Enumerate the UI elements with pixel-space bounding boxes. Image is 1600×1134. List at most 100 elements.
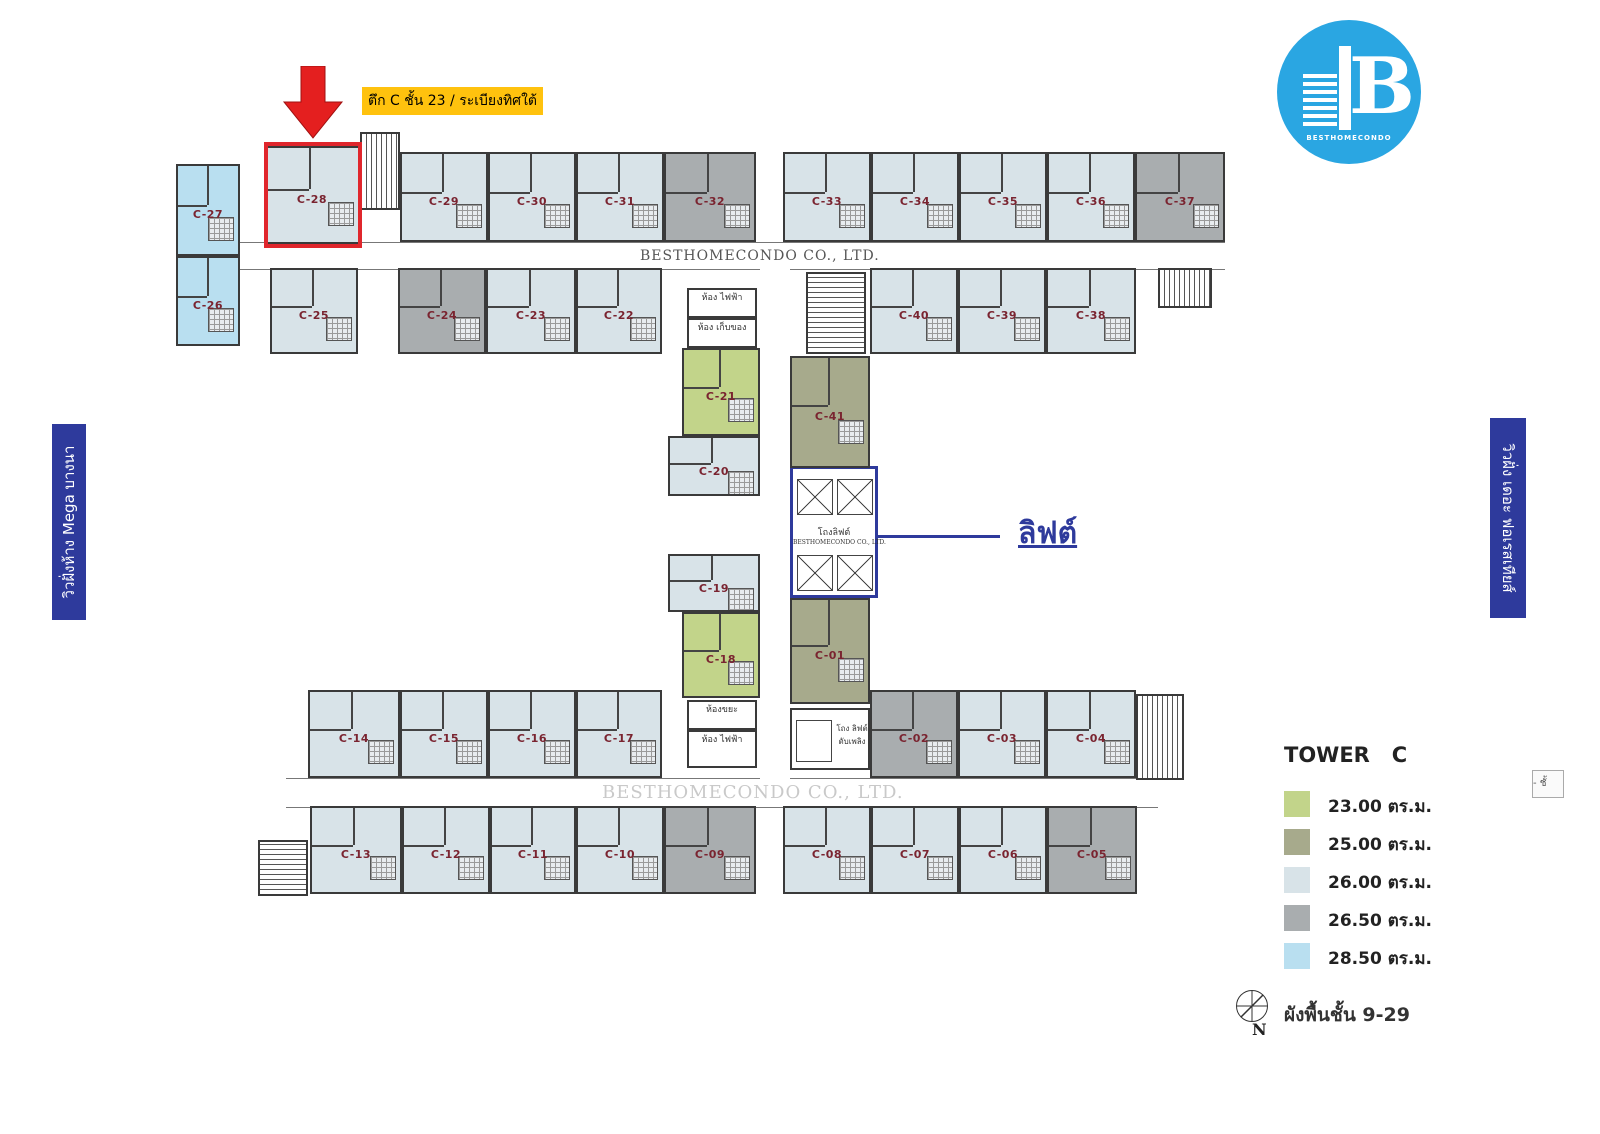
- bathroom-icon: [1103, 204, 1129, 228]
- unit-c-30[interactable]: C-30: [488, 152, 576, 242]
- legend-swatch: [1284, 943, 1310, 969]
- unit-c-08[interactable]: C-08: [783, 806, 871, 894]
- unit-c-13[interactable]: C-13: [310, 806, 402, 894]
- legend-label: 25.00 ตร.ม.: [1328, 835, 1432, 855]
- unit-label: C-35: [987, 195, 1019, 209]
- north-label: N: [1252, 1020, 1267, 1039]
- bathroom-icon: [927, 204, 953, 228]
- unit-label: C-14: [338, 732, 370, 746]
- bathroom-icon: [728, 398, 754, 422]
- bathroom-icon: [1014, 317, 1040, 341]
- unit-c-04[interactable]: C-04: [1046, 690, 1136, 778]
- unit-c-07[interactable]: C-07: [871, 806, 959, 894]
- unit-c-25[interactable]: C-25: [270, 268, 358, 354]
- unit-c-10[interactable]: C-10: [576, 806, 664, 894]
- bathroom-icon: [1015, 204, 1041, 228]
- unit-c-31[interactable]: C-31: [576, 152, 664, 242]
- unit-c-41[interactable]: C-41: [790, 356, 870, 468]
- unit-c-21[interactable]: C-21: [682, 348, 760, 436]
- unit-label: C-12: [430, 848, 462, 862]
- unit-c-03[interactable]: C-03: [958, 690, 1046, 778]
- bathroom-icon: [630, 740, 656, 764]
- unit-label: C-36: [1075, 195, 1107, 209]
- unit-c-15[interactable]: C-15: [400, 690, 488, 778]
- unit-label: C-05: [1076, 848, 1108, 862]
- unit-c-23[interactable]: C-23: [486, 268, 576, 354]
- unit-label: C-15: [428, 732, 460, 746]
- watermark-top: BESTHOMECONDO CO., LTD.: [640, 248, 880, 264]
- bathroom-icon: [632, 856, 658, 880]
- unit-label: C-19: [698, 581, 730, 595]
- unit-c-32[interactable]: C-32: [664, 152, 756, 242]
- bathroom-icon: [208, 217, 234, 241]
- unit-label: C-11: [517, 848, 549, 862]
- floor-plan-caption: ผังพื้นชั้น 9-29: [1284, 1004, 1410, 1026]
- unit-c-14[interactable]: C-14: [308, 690, 400, 778]
- floor-note-text: ตึก C ชั้น 23 / ระเบียงทิศใต้: [368, 93, 537, 109]
- unit-c-34[interactable]: C-34: [871, 152, 959, 242]
- bathroom-icon: [839, 856, 865, 880]
- company-logo: B BESTHOMECONDO: [1277, 20, 1421, 164]
- unit-c-16[interactable]: C-16: [488, 690, 576, 778]
- stair-top-left: [360, 132, 400, 210]
- unit-label: C-16: [516, 732, 548, 746]
- unit-c-20[interactable]: C-20: [668, 436, 760, 496]
- unit-c-01[interactable]: C-01: [790, 598, 870, 704]
- unit-c-27[interactable]: C-27: [176, 164, 240, 256]
- unit-c-18[interactable]: C-18: [682, 612, 760, 698]
- unit-c-37[interactable]: C-37: [1135, 152, 1225, 242]
- bathroom-icon: [1014, 740, 1040, 764]
- stair-bottom-right: [1136, 694, 1184, 780]
- bathroom-icon: [1193, 204, 1219, 228]
- unit-c-26[interactable]: C-26: [176, 256, 240, 346]
- edge-tab: - ชั้: [1532, 770, 1564, 798]
- corridor-center: [760, 268, 790, 780]
- unit-label: C-28: [296, 193, 328, 207]
- legend-swatch: [1284, 867, 1310, 893]
- unit-c-05[interactable]: C-05: [1047, 806, 1137, 894]
- unit-label: C-01: [814, 648, 846, 662]
- unit-c-19[interactable]: C-19: [668, 554, 760, 612]
- bathroom-icon: [839, 204, 865, 228]
- unit-label: C-38: [1075, 309, 1107, 323]
- bathroom-icon: [456, 204, 482, 228]
- unit-c-36[interactable]: C-36: [1047, 152, 1135, 242]
- corridor-top: [240, 242, 1225, 270]
- electrical-room-1-label: ห้อง ไฟฟ้า: [701, 293, 743, 303]
- unit-c-24[interactable]: C-24: [398, 268, 486, 354]
- right-view-label: วิวฝั่ง เดอะ ฟอเรสเทียส์: [1490, 418, 1526, 618]
- legend-label: 28.50 ตร.ม.: [1328, 949, 1432, 969]
- bathroom-icon: [838, 420, 864, 444]
- bathroom-icon: [544, 317, 570, 341]
- unit-label: C-04: [1075, 732, 1107, 746]
- unit-c-11[interactable]: C-11: [490, 806, 576, 894]
- unit-label: C-24: [426, 309, 458, 323]
- bathroom-icon: [454, 317, 480, 341]
- unit-label: C-25: [298, 309, 330, 323]
- unit-c-40[interactable]: C-40: [870, 268, 958, 354]
- legend-swatch: [1284, 791, 1310, 817]
- unit-c-06[interactable]: C-06: [959, 806, 1047, 894]
- unit-c-29[interactable]: C-29: [400, 152, 488, 242]
- unit-c-39[interactable]: C-39: [958, 268, 1046, 354]
- bathroom-icon: [544, 856, 570, 880]
- unit-label: C-27: [192, 208, 224, 222]
- unit-c-09[interactable]: C-09: [664, 806, 756, 894]
- unit-c-33[interactable]: C-33: [783, 152, 871, 242]
- bathroom-icon: [456, 740, 482, 764]
- unit-c-02[interactable]: C-02: [870, 690, 958, 778]
- unit-c-12[interactable]: C-12: [402, 806, 490, 894]
- fire-lift-lobby-label: โถง ลิฟต์ ดับเพลิง: [836, 724, 868, 746]
- bathroom-icon: [326, 317, 352, 341]
- unit-c-38[interactable]: C-38: [1046, 268, 1136, 354]
- unit-c-17[interactable]: C-17: [576, 690, 662, 778]
- bathroom-icon: [1104, 317, 1130, 341]
- unit-label: C-37: [1164, 195, 1196, 209]
- unit-label: C-40: [898, 309, 930, 323]
- unit-c-22[interactable]: C-22: [576, 268, 662, 354]
- fire-lift-lobby: โถง ลิฟต์ ดับเพลิง: [790, 708, 870, 770]
- unit-label: C-13: [340, 848, 372, 862]
- stair-bottom-left: [258, 840, 308, 896]
- unit-c-35[interactable]: C-35: [959, 152, 1047, 242]
- lift-watermark: BESTHOMECONDO CO., LTD.: [793, 539, 886, 546]
